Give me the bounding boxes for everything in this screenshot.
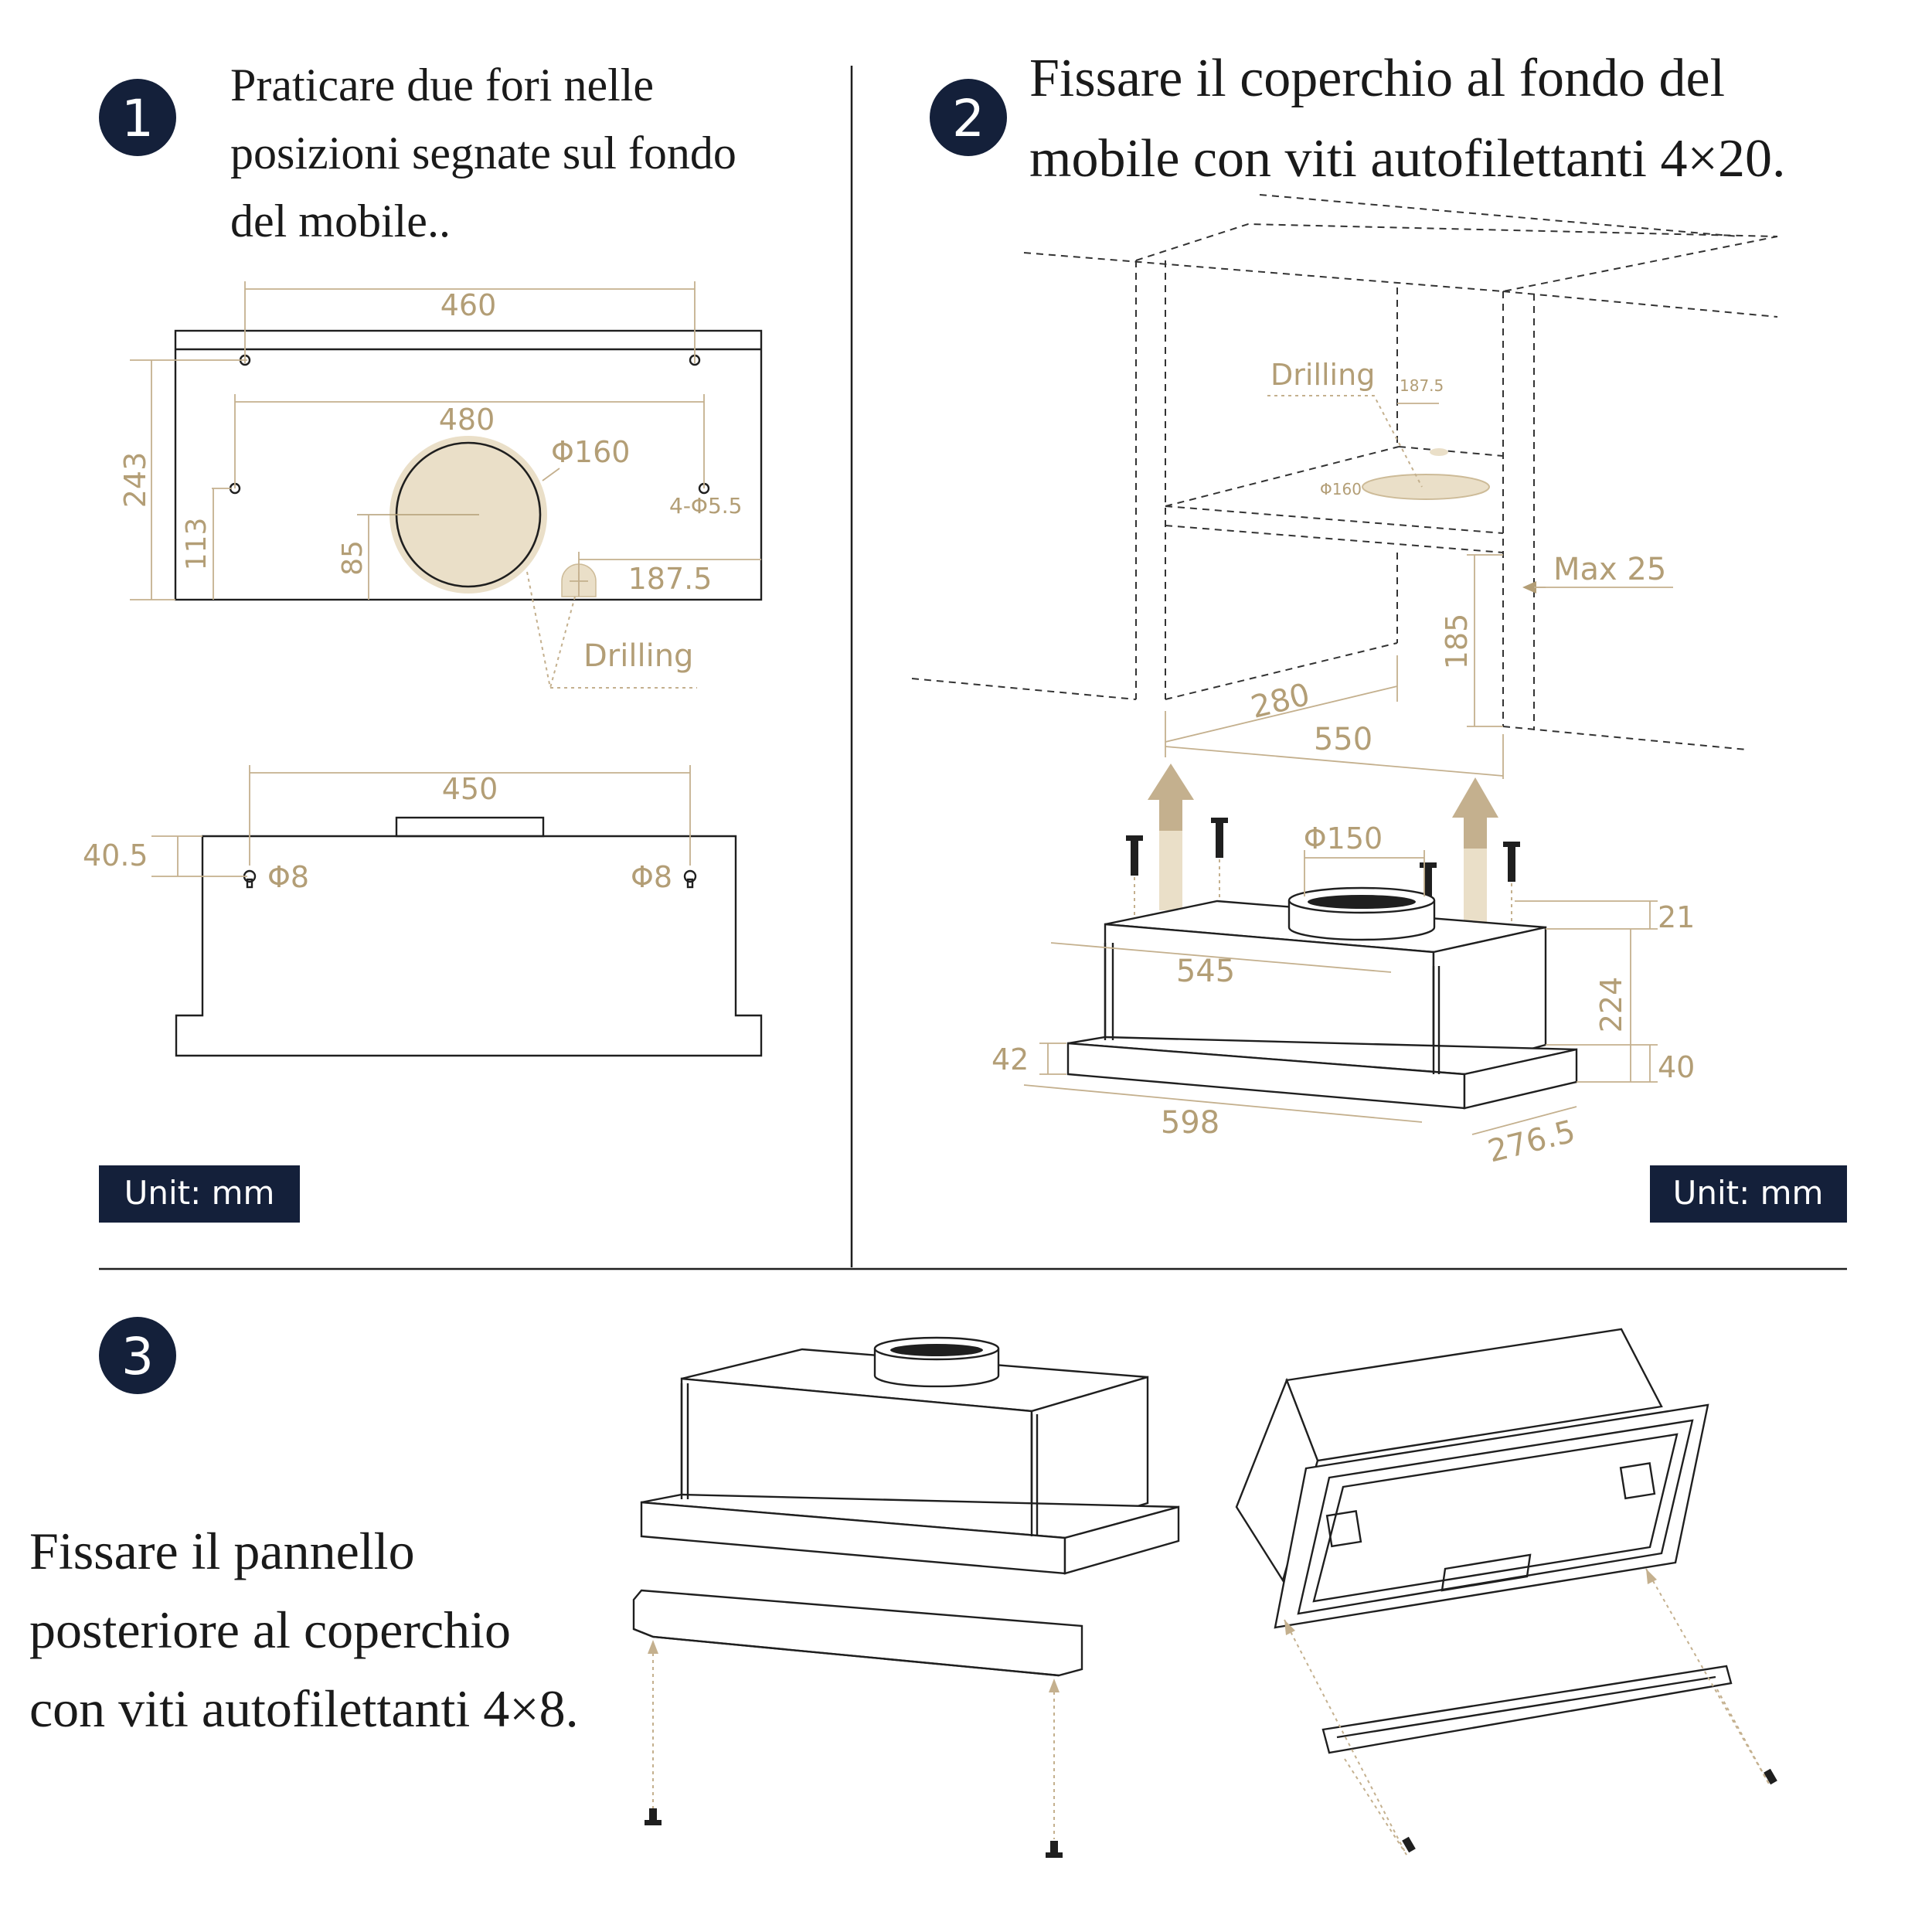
hood-step-3-rear	[1235, 1328, 1709, 1629]
step-3-badge	[99, 1317, 176, 1394]
unit-badge-1	[99, 1165, 300, 1223]
keyhole-left	[243, 869, 257, 889]
step-3-instruction: Fissare il pannello posteriore al coperc…	[29, 1522, 579, 1738]
screws-step-2	[1126, 818, 1520, 903]
drill-dot	[1430, 448, 1448, 456]
dim-545-label: 545	[1176, 954, 1235, 989]
step-1-number: 1	[121, 89, 154, 148]
step-3-line-1: Fissare il pannello	[29, 1522, 415, 1580]
step-1-badge	[99, 79, 176, 156]
dim-85-label: 85	[337, 540, 369, 576]
dim-113: 113	[181, 488, 232, 600]
dim-40-label: 40	[1658, 1050, 1695, 1084]
step-3-line-3: con viti autofilettanti 4×8.	[29, 1679, 579, 1738]
dim-480: 480	[234, 394, 705, 488]
unit-badge-2	[1650, 1165, 1847, 1223]
arrow-up-right	[1452, 777, 1498, 929]
step-3: 3 Fissare il pannello posteriore al cope…	[29, 1317, 1777, 1858]
bracket-right	[1321, 1665, 1733, 1754]
step-2: 2 Fissare il coperchio al fondo del mobi…	[911, 49, 1847, 1223]
bracket-left	[632, 1589, 1083, 1677]
dim-224-label: 224	[1594, 977, 1628, 1033]
cabinet-outline	[911, 194, 1778, 750]
screws-step-3-left	[645, 1640, 1063, 1858]
phi8-left-label: Φ8	[267, 860, 309, 894]
dim-550-label: 550	[1314, 722, 1372, 757]
dim-460: 460	[244, 281, 696, 363]
hood-step-3-front	[640, 1336, 1180, 1575]
dim-113-label: 113	[181, 518, 213, 571]
holes-label: 4-Φ5.5	[669, 493, 743, 519]
dim-185-label: 185	[1440, 614, 1474, 670]
dim-243-label: 243	[118, 452, 152, 509]
dim-598-label: 598	[1161, 1105, 1219, 1141]
step-2-line-2: mobile con viti autofilettanti 4×20.	[1029, 129, 1785, 189]
dim-40-5: 40.5	[83, 835, 247, 877]
dim-42-label: 42	[992, 1043, 1029, 1077]
drilling-label-2: Drilling	[1270, 358, 1375, 392]
phi160-small-label: Φ160	[1320, 480, 1362, 498]
dim-276-5-label: 276.5	[1485, 1114, 1579, 1169]
top-view-drawing	[174, 329, 763, 601]
top-view-outline	[174, 329, 763, 601]
unit-label-2: Unit: mm	[1673, 1174, 1824, 1212]
dim-187-5-top: 187.5	[578, 552, 761, 597]
step-1-line-1: Praticare due fori nelle	[230, 60, 654, 111]
step-2-line-1: Fissare il coperchio al fondo del	[1029, 49, 1725, 108]
arrow-up-left	[1148, 764, 1194, 910]
unit-label-1: Unit: mm	[124, 1174, 275, 1212]
step-1-instruction: Praticare due fori nelle posizioni segna…	[230, 60, 748, 247]
dim-21-label: 21	[1658, 900, 1695, 934]
dim-460-label: 460	[440, 288, 497, 322]
step-1: 1 Praticare due fori nelle posizioni seg…	[83, 60, 763, 1223]
step-3-number: 3	[121, 1327, 154, 1386]
step-1-line-3: del mobile..	[230, 196, 451, 247]
step-2-instruction: Fissare il coperchio al fondo del mobile…	[1029, 49, 1785, 189]
keyhole-right	[683, 869, 697, 889]
dim-85: 85	[337, 515, 369, 600]
screws-step-3-right	[1284, 1568, 1777, 1855]
drilling-leader-2	[1267, 395, 1423, 488]
drilling-leader-b	[549, 596, 576, 689]
step-2-number: 2	[952, 89, 985, 148]
duct-ellipse	[1362, 474, 1490, 500]
dim-280-label: 280	[1247, 677, 1313, 726]
dim-187-5-label: 187.5	[628, 562, 713, 596]
drilling-leader-a	[526, 571, 697, 689]
dim-187-5-small-label: 187.5	[1400, 376, 1444, 395]
dim-243: 243	[118, 359, 247, 600]
dim-40-5-label: 40.5	[83, 838, 148, 872]
step-3-line-2: posteriore al coperchio	[29, 1600, 511, 1659]
side-view-drawing	[175, 816, 763, 1057]
hood-step-2	[1066, 886, 1578, 1110]
dim-450: 450	[249, 765, 691, 866]
phi160-label: Φ160	[551, 435, 630, 469]
max25-label: Max 25	[1553, 552, 1666, 587]
step-2-badge	[930, 79, 1007, 156]
dim-450-label: 450	[442, 772, 498, 806]
step-1-line-2: posizioni segnate sul fondo	[230, 128, 736, 179]
side-view-collar	[395, 816, 545, 838]
phi8-right-label: Φ8	[631, 860, 672, 894]
dim-480-label: 480	[439, 403, 495, 437]
phi150-label: Φ150	[1304, 821, 1383, 855]
drilling-label-1: Drilling	[583, 638, 693, 674]
side-view-outline	[175, 835, 763, 1057]
